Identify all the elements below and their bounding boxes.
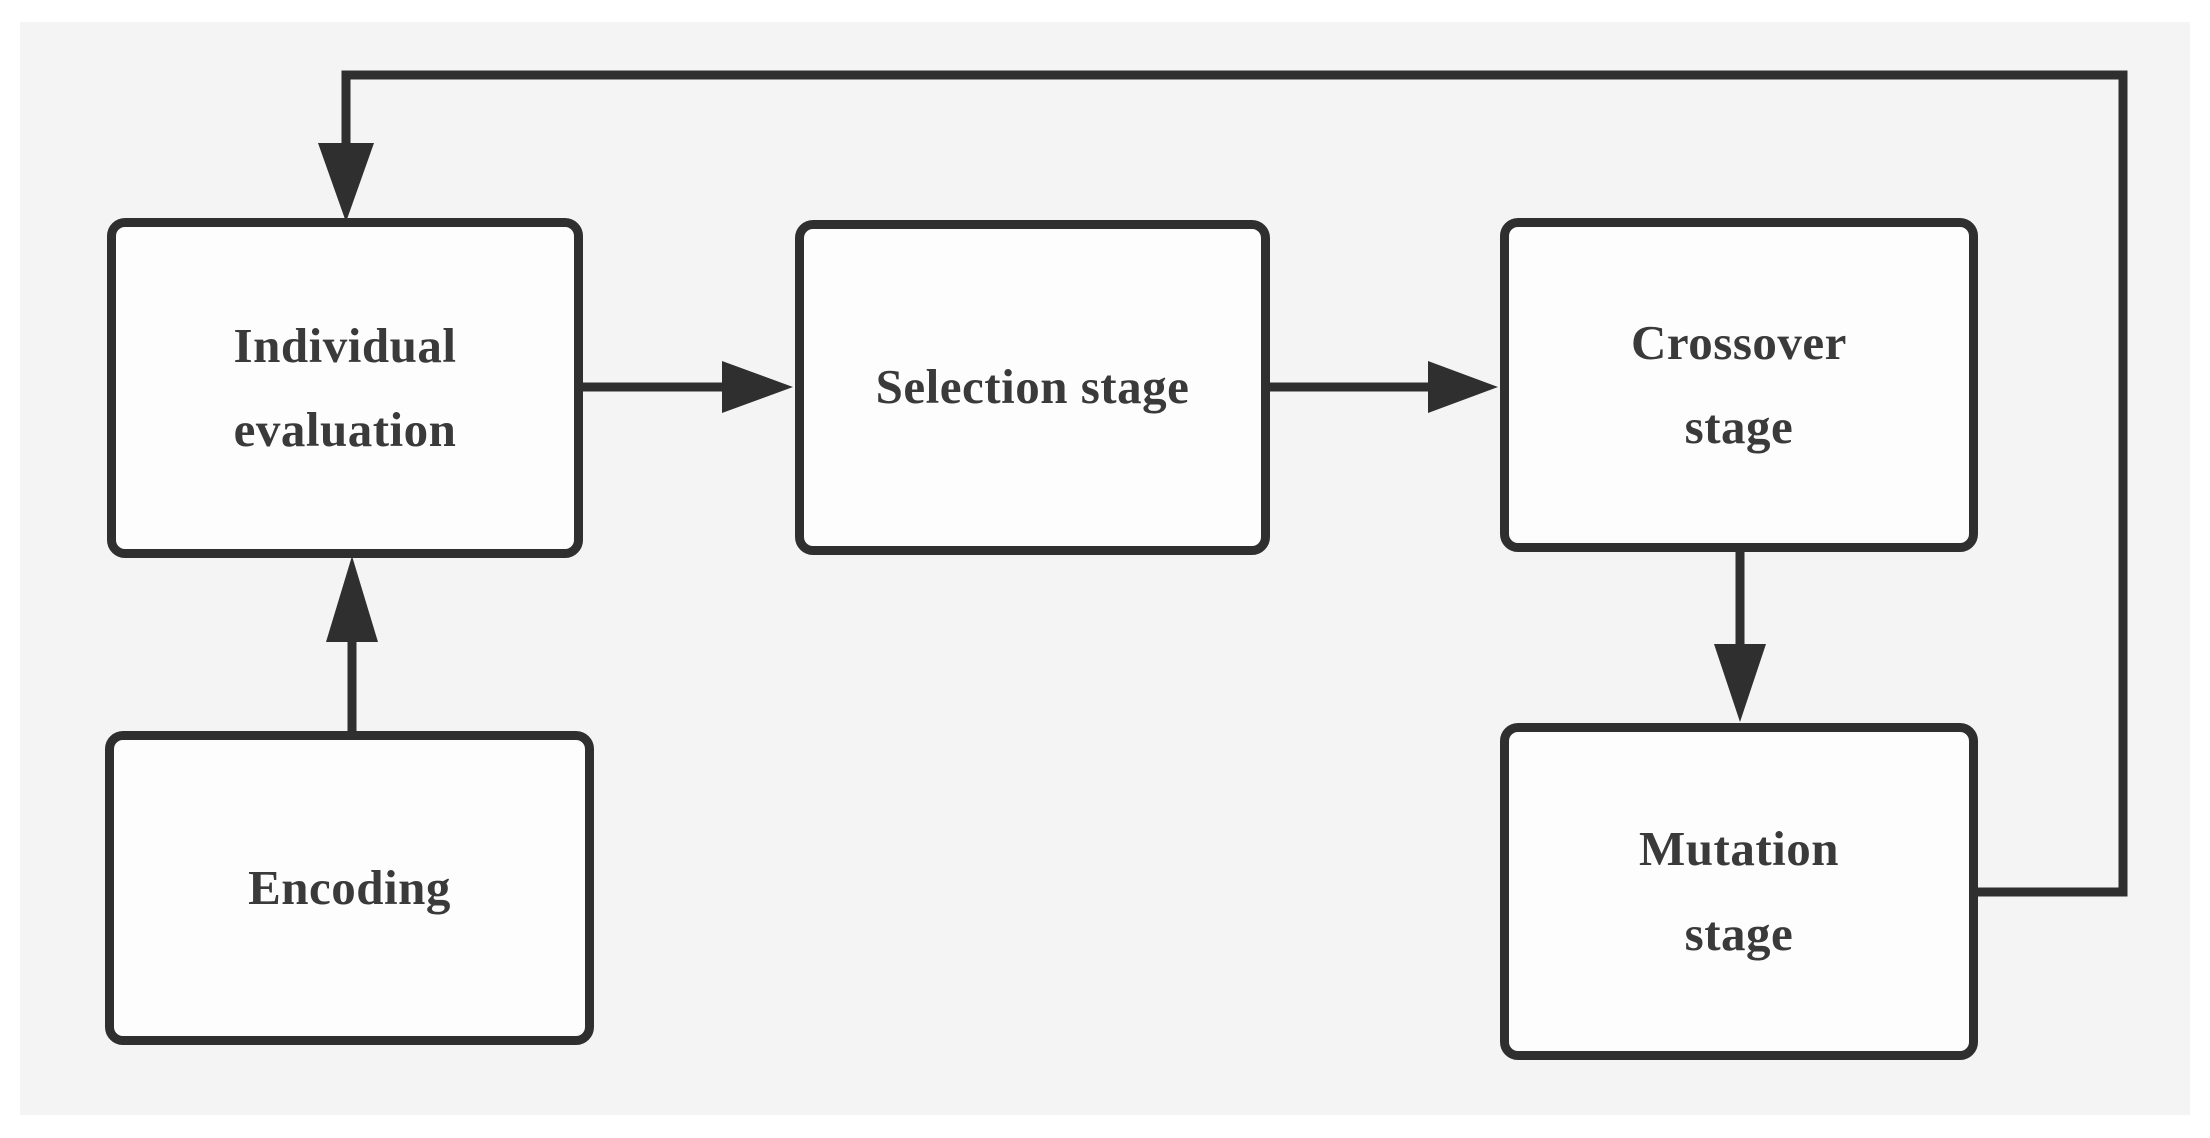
arrowhead-down-into-mutation xyxy=(1714,644,1766,722)
node-encoding: Encoding xyxy=(105,731,594,1045)
node-selection-stage: Selection stage xyxy=(795,220,1270,555)
arrowhead-up-into-individual xyxy=(326,556,378,642)
edge-mutation-to-individual-feedback xyxy=(341,70,2128,897)
node-mutation-stage: Mutation stage xyxy=(1500,723,1978,1060)
node-encoding-label: Encoding xyxy=(248,859,451,915)
node-individual-evaluation: Individual evaluation xyxy=(107,218,583,558)
arrowhead-right-into-selection xyxy=(722,361,793,413)
node-crossover-stage-label: Crossover stage xyxy=(1631,314,1847,454)
node-selection-stage-label: Selection stage xyxy=(875,359,1190,415)
node-crossover-stage: Crossover stage xyxy=(1500,218,1978,552)
arrowhead-right-into-crossover xyxy=(1428,361,1498,413)
arrowhead-down-into-individual xyxy=(318,143,374,222)
node-mutation-stage-label: Mutation stage xyxy=(1639,821,1839,961)
node-individual-evaluation-label: Individual evaluation xyxy=(233,317,457,457)
